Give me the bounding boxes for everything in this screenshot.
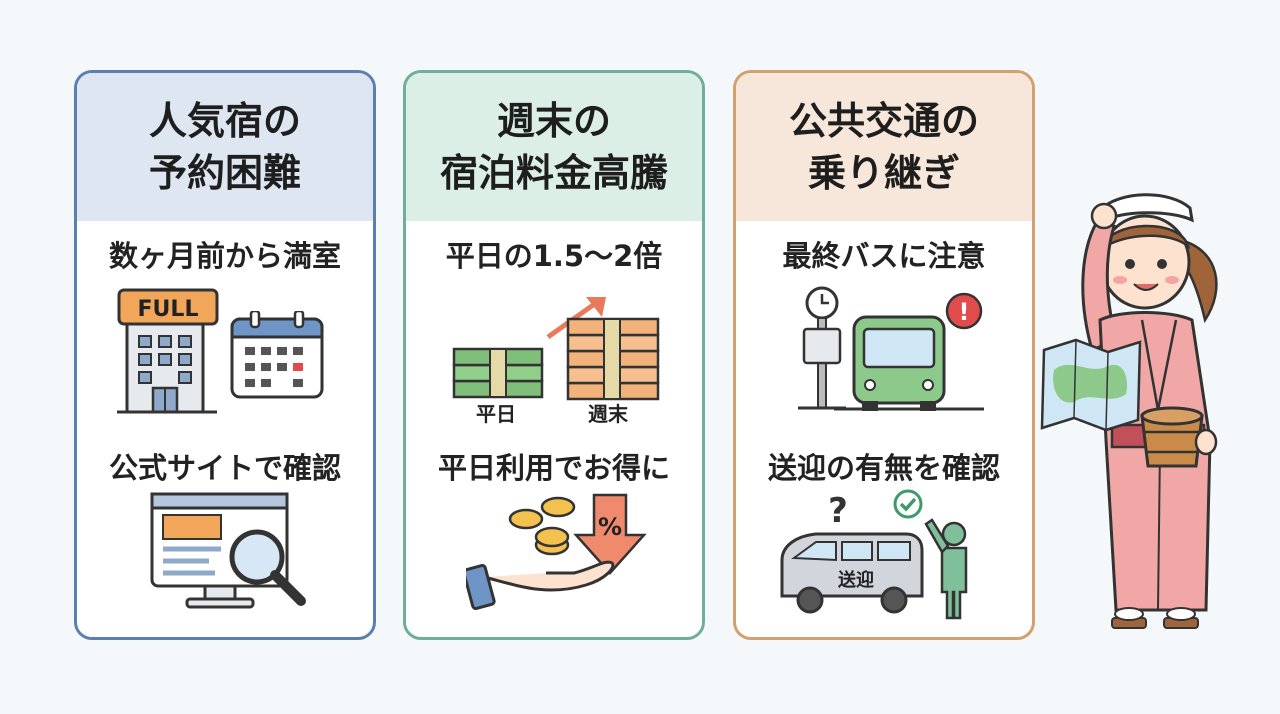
bus-icon — [834, 315, 984, 411]
map-icon — [1040, 338, 1142, 432]
card-title-line2: 乗り継ぎ — [807, 151, 960, 195]
point-label-1: 数ヶ月前から満室 — [108, 239, 341, 273]
point-label-1: 平日の1.5〜2倍 — [445, 239, 663, 273]
card-public-transport: 公共交通の 乗り継ぎ 最終バスに注意 ! 送迎の有無を確認 ? — [733, 70, 1035, 640]
bus-stop-icon — [798, 286, 846, 410]
card-header: 週末の 宿泊料金高騰 — [406, 73, 702, 221]
money-stack-icon — [452, 347, 544, 399]
weekday-caption: 平日 — [476, 402, 516, 426]
discount-arrow-icon: % — [573, 493, 647, 575]
weekend-caption: 週末 — [588, 402, 628, 426]
wooden-bucket-icon — [1140, 406, 1218, 468]
last-bus-illustration: ! — [798, 286, 984, 411]
card-title-line2: 宿泊料金高騰 — [439, 151, 668, 195]
warning-mark: ! — [959, 298, 970, 326]
van-label: 送迎 — [837, 569, 874, 591]
price-comparison-illustration — [452, 297, 660, 401]
shuttle-illustration: ? 送迎 — [780, 489, 968, 620]
shuttle-van-icon: 送迎 — [780, 532, 924, 614]
question-mark: ? — [828, 491, 848, 531]
yukata-woman-with-map-icon — [1040, 193, 1218, 629]
card-popular-inn: 人気宿の 予約困難 数ヶ月前から満室 FULL 公式サイトで確認 — [74, 70, 376, 640]
card-header: 人気宿の 予約困難 — [77, 73, 373, 221]
card-weekend-price: 週末の 宿泊料金高騰 平日の1.5〜2倍 平日 週末 平日利用でお得に — [403, 70, 705, 640]
money-stack-icon — [566, 317, 660, 401]
calendar-icon — [230, 311, 324, 399]
percent-symbol: % — [598, 513, 622, 541]
full-sign-text: FULL — [138, 297, 199, 322]
savings-illustration: % — [466, 493, 647, 610]
card-title-line1: 公共交通の — [788, 99, 979, 143]
hotel-building-icon: FULL — [117, 288, 219, 414]
coins-icon — [508, 496, 576, 556]
check-icon — [893, 489, 923, 519]
card-title-line2: 予約困難 — [148, 151, 301, 195]
point-label-1: 最終バスに注意 — [782, 239, 986, 273]
person-icon — [924, 518, 968, 620]
point-label-2: 送迎の有無を確認 — [767, 451, 1000, 485]
card-header: 公共交通の 乗り継ぎ — [736, 73, 1032, 221]
warning-icon: ! — [945, 292, 983, 330]
card-title-line1: 週末の — [496, 99, 611, 143]
card-title-line1: 人気宿の — [148, 99, 301, 143]
hand-icon — [466, 560, 615, 610]
point-label-2: 公式サイトで確認 — [108, 451, 341, 485]
website-search-icon — [150, 492, 306, 609]
point-label-2: 平日利用でお得に — [437, 451, 670, 485]
